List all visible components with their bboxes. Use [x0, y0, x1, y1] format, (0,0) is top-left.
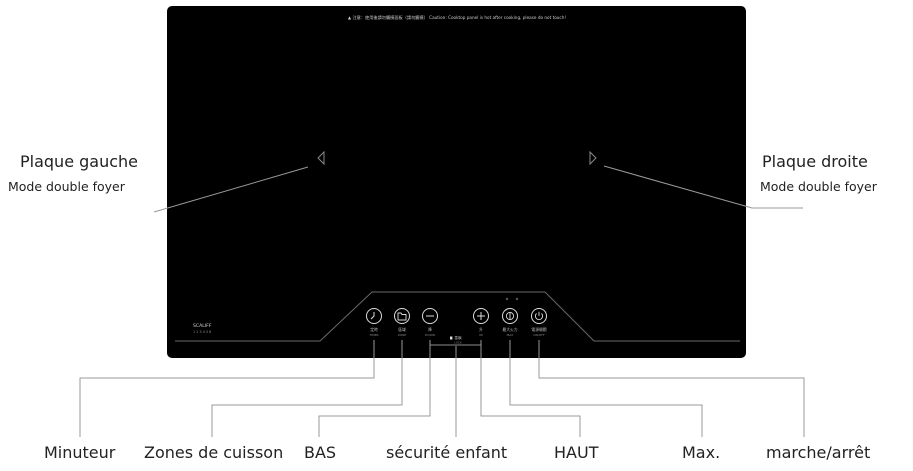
- left-zone-subtitle: Mode double foyer: [8, 179, 125, 194]
- leader-timer: [79, 340, 375, 437]
- leader-up: [480, 340, 581, 437]
- power-button[interactable]: 電源開關 ON/OFF: [531, 308, 547, 338]
- label-power: marche/arrêt: [766, 443, 871, 462]
- label-down: BAS: [304, 443, 337, 462]
- up-caption-en: UP: [479, 333, 483, 337]
- brand-subtext: 1 2 3 4 5 6: [193, 330, 211, 334]
- power-caption-en: ON/OFF: [533, 333, 545, 337]
- clock-icon: [370, 312, 375, 320]
- max-button[interactable]: 最大火力 MAX: [502, 308, 518, 338]
- panel-warning: ▲ 注意：使用後請勿觸摸面板（請勿觸摸） Caution: Cooktop pa…: [348, 14, 566, 21]
- indicator-dot-1: [505, 297, 509, 301]
- right-zone-arrow-icon: [589, 150, 597, 166]
- label-max: Max.: [682, 443, 721, 462]
- zone-caption: 區域: [398, 327, 406, 332]
- timer-caption-en: TIMER: [368, 333, 378, 337]
- timer-button[interactable]: 定時 TIMER: [366, 308, 382, 338]
- label-up: HAUT: [554, 443, 599, 462]
- brand-logo: SCALIFF: [193, 323, 212, 329]
- down-caption-en: DOWN: [425, 333, 435, 337]
- left-zone-arrow-icon: [317, 150, 325, 166]
- control-area-outline: [175, 291, 740, 342]
- label-zones: Zones de cuisson: [144, 443, 284, 462]
- lock-caption: 童鎖: [454, 335, 462, 340]
- leader-left-zone: [153, 166, 309, 213]
- power-icon: [534, 311, 544, 321]
- label-timer: Minuteur: [44, 443, 116, 462]
- zone-button[interactable]: 區域 ZONE: [394, 308, 410, 338]
- leader-right-zone: [603, 165, 803, 209]
- max-caption: 最大火力: [502, 327, 517, 332]
- power-caption: 電源開關: [531, 327, 546, 332]
- label-lock: sécurité enfant: [386, 443, 508, 462]
- leader-max: [509, 340, 703, 437]
- leader-down: [318, 340, 431, 437]
- lock-icon: [450, 336, 453, 340]
- right-zone-title: Plaque droite: [762, 152, 868, 171]
- indicator-dot-2: [515, 297, 519, 301]
- timer-caption: 定時: [370, 327, 378, 332]
- right-zone-subtitle: Mode double foyer: [760, 179, 877, 194]
- leader-zone: [211, 340, 403, 437]
- cooktop-panel: [167, 6, 746, 358]
- zone-caption-en: ZONE: [398, 333, 407, 337]
- down-button[interactable]: 降 DOWN: [422, 308, 438, 338]
- down-caption: 降: [428, 327, 432, 332]
- lock-caption-en: LOCK: [454, 341, 462, 345]
- zone-icon: [397, 312, 407, 321]
- max-icon: [505, 311, 515, 321]
- leader-power: [538, 340, 805, 437]
- up-button[interactable]: 升 UP: [473, 308, 489, 338]
- max-caption-en: MAX: [507, 333, 514, 337]
- leader-lines: [79, 165, 805, 437]
- plus-icon: [477, 312, 485, 320]
- up-caption: 升: [479, 327, 483, 332]
- left-zone-title: Plaque gauche: [20, 152, 139, 171]
